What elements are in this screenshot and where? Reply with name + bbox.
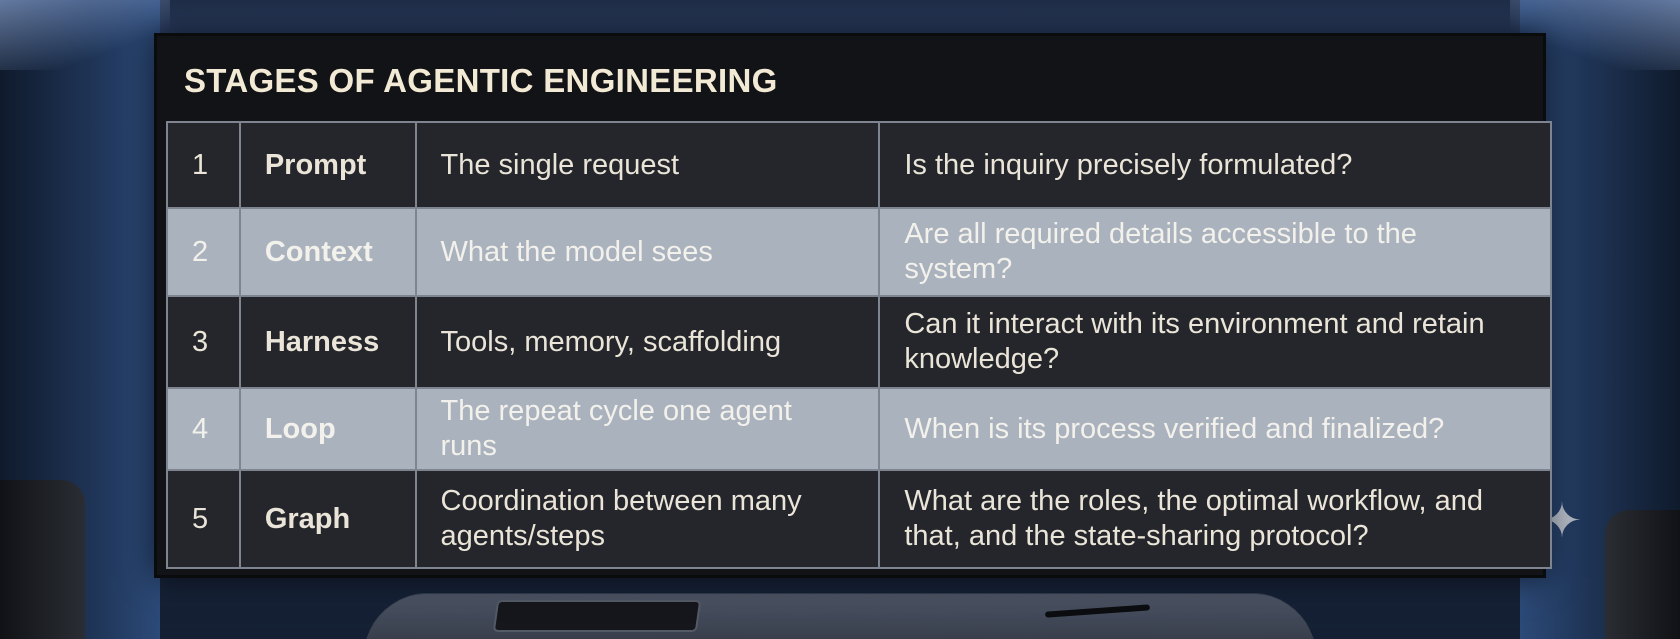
stage-description: Tools, memory, scaffolding <box>414 295 881 389</box>
stage-number: 1 <box>166 121 241 209</box>
left-ceiling-light <box>0 0 170 70</box>
stage-name: Prompt <box>238 121 417 209</box>
table-row: 4 Loop The repeat cycle one agent runs W… <box>166 387 1552 471</box>
table-row: 3 Harness Tools, memory, scaffolding Can… <box>166 295 1552 389</box>
stage-number: 2 <box>166 207 241 297</box>
stages-table: 1 Prompt The single request Is the inqui… <box>166 121 1552 569</box>
stage-name: Graph <box>238 469 417 569</box>
stage-description: Coordination between many agents/steps <box>414 469 881 569</box>
page-title: STAGES OF AGENTIC ENGINEERING <box>184 62 778 99</box>
table-row: 1 Prompt The single request Is the inqui… <box>166 121 1552 209</box>
table-row: 2 Context What the model sees Are all re… <box>166 207 1552 297</box>
display-screen: STAGES OF AGENTIC ENGINEERING 1 Prompt T… <box>154 33 1552 578</box>
stage-name: Loop <box>238 387 417 471</box>
stage-question: When is its process verified and finaliz… <box>878 387 1552 471</box>
stage-description: The single request <box>414 121 881 209</box>
stage-question: Is the inquiry precisely formulated? <box>878 121 1552 209</box>
stage-number: 4 <box>166 387 241 471</box>
tablet <box>492 600 702 632</box>
stage-number: 5 <box>166 469 241 569</box>
stage-number: 3 <box>166 295 241 389</box>
stage-name: Harness <box>238 295 417 389</box>
stage-description: What the model sees <box>414 207 881 297</box>
stage-name: Context <box>238 207 417 297</box>
left-chair <box>0 480 85 639</box>
stage-description: The repeat cycle one agent runs <box>414 387 881 471</box>
stage-question: What are the roles, the optimal workflow… <box>878 469 1552 569</box>
table-row: 5 Graph Coordination between many agents… <box>166 469 1552 569</box>
stage-question: Can it interact with its environment and… <box>878 295 1552 389</box>
stage-question: Are all required details accessible to t… <box>878 207 1552 297</box>
right-chair <box>1605 510 1680 639</box>
